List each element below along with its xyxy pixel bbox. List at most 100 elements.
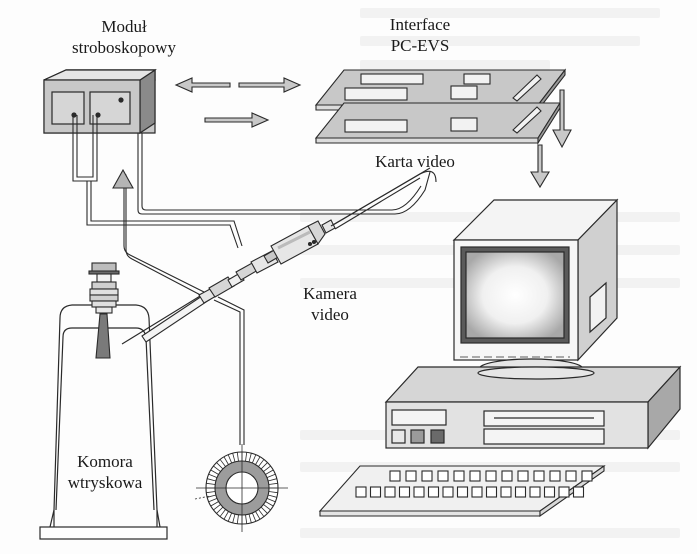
keyboard-key — [485, 470, 497, 482]
ring-tick — [260, 506, 268, 514]
label-injection-chamber: Komora wtryskowa — [55, 451, 155, 493]
keyboard-key — [572, 486, 585, 498]
ring-tick — [245, 452, 248, 462]
ring-tick — [213, 504, 221, 511]
ring-tick — [267, 494, 277, 498]
keyboard-key — [500, 486, 512, 498]
ring-tick — [206, 482, 216, 485]
ring-tick — [223, 456, 229, 465]
label-strobe-module: Moduł stroboskopowy — [60, 16, 188, 58]
keyboard-key — [405, 470, 417, 482]
injection-chamber — [39, 304, 168, 540]
ring-tick — [266, 497, 276, 503]
keyboard-key — [543, 486, 556, 498]
keyboard-key — [453, 470, 465, 482]
keyboard-key — [529, 486, 541, 498]
keyboard-key — [485, 486, 498, 498]
label-injection-chamber-line2: wtryskowa — [67, 473, 143, 492]
keyboard-key — [469, 470, 481, 482]
camera-cable-loop — [332, 170, 437, 230]
ring-tick — [206, 491, 216, 494]
ring-tick — [216, 506, 224, 514]
ring-tick — [255, 511, 261, 520]
light-guide-cable — [213, 296, 245, 445]
keyboard-key — [384, 486, 396, 498]
label-video-camera-line2: video — [311, 305, 349, 324]
keyboard-key — [413, 486, 425, 498]
ring-tick — [248, 513, 252, 523]
keyboard-key — [456, 486, 469, 498]
ring-tick — [263, 504, 271, 511]
endoscope-probe — [121, 248, 281, 345]
label-interface: Interface PC-EVS — [370, 14, 470, 56]
ring-tick — [227, 454, 233, 464]
ring-tick — [265, 469, 274, 475]
label-interface-line2: PC-EVS — [390, 36, 450, 55]
interface-pc-evs-board — [314, 68, 567, 112]
label-video-camera-line1: Kamera — [303, 284, 357, 303]
keyboard-key — [549, 470, 561, 482]
ring-tick — [236, 452, 239, 462]
keyboard-key — [533, 470, 545, 482]
ring-tick — [208, 473, 218, 479]
ring-tick — [258, 509, 265, 517]
pc-system-unit — [384, 365, 682, 450]
ring-tick — [255, 456, 261, 465]
keyboard-key — [389, 470, 401, 482]
label-injection-chamber-line1: Komora — [77, 452, 133, 471]
label-strobe-module-line1: Moduł — [101, 17, 147, 36]
injector-nozzle — [88, 262, 120, 359]
ring-tick — [207, 478, 217, 482]
ring-tick — [267, 478, 277, 482]
ring-tick — [260, 462, 268, 470]
label-video-camera: Kamera video — [290, 283, 370, 325]
ring-tick — [258, 459, 265, 467]
right-arrow-icon — [204, 112, 270, 128]
ring-tick — [268, 482, 278, 485]
ring-tick — [213, 465, 221, 472]
keyboard-key — [565, 470, 577, 482]
keyboard-key — [398, 486, 411, 498]
keyboard-key — [471, 486, 483, 498]
label-strobe-module-line2: stroboskopowy — [72, 38, 176, 57]
keyboard-key — [517, 470, 529, 482]
ring-tick — [232, 513, 236, 523]
strobe-cables — [72, 115, 431, 249]
ring-tick — [266, 473, 276, 479]
ring-tick — [216, 462, 224, 470]
up-arrow-icon — [112, 168, 213, 301]
ring-tick — [219, 459, 226, 467]
ring-tick — [210, 501, 219, 507]
bidirectional-arrow-icon — [174, 77, 302, 93]
ring-tick — [207, 494, 217, 498]
keyboard-key — [514, 486, 527, 498]
keyboard-key — [355, 486, 367, 498]
ring-tick — [265, 501, 274, 507]
video-card-board — [314, 101, 561, 145]
label-video-card: Karta video — [375, 152, 455, 171]
keyboard-key — [369, 486, 382, 498]
computer-monitor — [452, 198, 619, 393]
ring-tick — [268, 491, 278, 494]
ring-tick — [232, 453, 236, 463]
ring-tick — [227, 512, 233, 522]
ring-tick — [236, 514, 239, 524]
strobe-ring-light — [194, 444, 288, 532]
keyboard-key — [437, 470, 449, 482]
ring-tick — [208, 497, 218, 503]
ring-tick — [219, 509, 226, 517]
keyboard-key — [558, 486, 570, 498]
ring-tick — [245, 514, 248, 524]
keyboard-key — [427, 486, 440, 498]
ring-tick — [210, 469, 219, 475]
ring-tick — [263, 465, 271, 472]
down-arrow-icon — [530, 89, 572, 189]
keyboard-key — [421, 470, 433, 482]
ring-tick — [248, 453, 252, 463]
keyboard — [318, 464, 606, 518]
keyboard-key — [501, 470, 513, 482]
label-interface-line1: Interface — [389, 15, 451, 34]
ring-tick — [251, 512, 257, 522]
strobe-module-box — [43, 68, 157, 135]
